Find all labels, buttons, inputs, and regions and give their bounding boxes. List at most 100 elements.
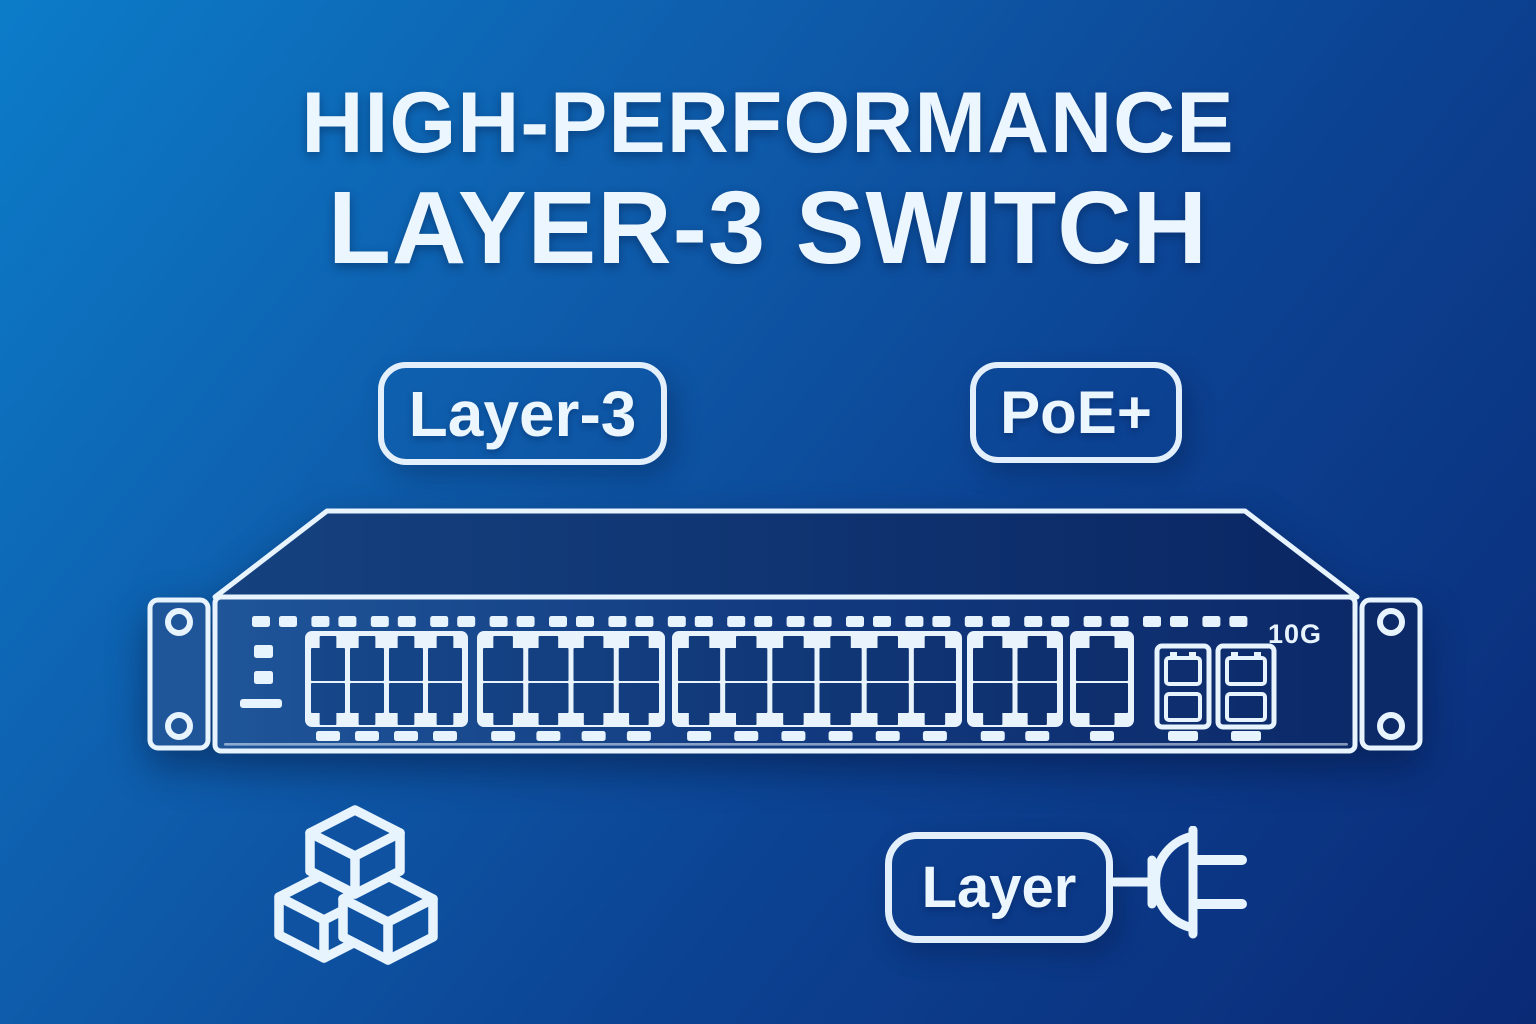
rj45-port [528,636,569,681]
rj45-port [819,683,862,725]
port-index-mark [1025,731,1050,741]
port-index-mark [536,731,561,741]
port-index-mark [781,731,806,741]
port-index-mark [980,731,1005,741]
led-indicator [549,616,567,627]
led-indicator [1229,616,1248,627]
sfp-slot [1164,656,1202,686]
led-indicator [1170,616,1188,627]
led-indicator [846,616,864,627]
led-indicator [727,616,746,627]
rj45-port [772,683,815,725]
rj45-port [1017,683,1057,725]
rj45-port [1017,636,1057,681]
rj45-port [1076,636,1128,681]
rj45-port [772,636,815,681]
led-indicator [635,616,654,627]
rj45-port [311,636,345,681]
rj45-port [350,636,384,681]
rj45-port [725,683,768,725]
status-led [254,671,273,684]
rj45-port [819,636,862,681]
layer3-badge: Layer-3 [378,362,667,465]
rj45-port [866,683,909,725]
rj45-port [350,683,384,725]
led-indicator [576,616,594,627]
port-index-mark [355,731,379,741]
rack-ear [1359,597,1423,751]
rj45-port [618,683,659,725]
rj45-port [678,636,721,681]
led-indicator [1143,616,1161,627]
layer-badge: Layer [885,832,1113,943]
rj45-port [973,636,1013,681]
power-plug-icon [1109,826,1247,939]
led-indicator [964,616,983,627]
port-index-mark [875,731,900,741]
led-indicator [1024,616,1043,627]
port-group-panel [477,631,665,727]
panel-bottom-lip [224,743,1348,746]
led-indicator [516,616,535,627]
poe-badge-label: PoE+ [1000,379,1152,446]
rj45-port [913,683,956,725]
rj45-port [483,636,524,681]
screw-hole [1377,608,1405,636]
led-indicator [1202,616,1221,627]
rj45-port [573,636,614,681]
rj45-port [678,683,721,725]
led-indicator [1110,616,1129,627]
sfp-latch [1189,652,1196,658]
led-indicator [813,616,832,627]
port-index-mark [581,731,606,741]
port-index-mark [316,731,340,741]
screw-hole [1377,712,1405,740]
port-index-mark [394,731,418,741]
port-index-mark [433,731,457,741]
led-indicator [932,616,951,627]
rj45-port [428,683,462,725]
uplink-speed-label: 10G [1268,619,1322,649]
stacked-cubes-icon [274,805,438,965]
led-indicator [608,616,627,627]
port-index-mark [1168,731,1198,741]
rj45-port [973,683,1013,725]
sfp-slot [1164,692,1202,722]
led-indicator [873,616,891,627]
title-line-1: HIGH-PERFORMANCE [301,75,1235,171]
rj45-port [725,636,768,681]
led-indicator [370,616,389,627]
port-index-mark [626,731,651,741]
led-indicator [430,616,449,627]
led-indicator [786,616,805,627]
sfp-cage [1154,643,1212,730]
rj45-port [618,636,659,681]
switch-top-panel [212,508,1360,600]
title-line-2: LAYER-3 SWITCH [327,170,1209,285]
led-indicator [489,616,508,627]
led-indicator [667,616,686,627]
led-indicator [311,616,330,627]
led-indicator [1083,616,1102,627]
rj45-port [428,636,462,681]
rj45-port [311,683,345,725]
cube-top [305,805,405,899]
led-indicator [905,616,924,627]
led-indicator [397,616,416,627]
rj45-port [389,683,423,725]
led-indicator [991,616,1010,627]
screw-hole [165,608,193,636]
led-indicator [754,616,773,627]
rj45-port [483,683,524,725]
port-group-panel [305,631,468,727]
led-indicator [338,616,357,627]
status-bar [240,699,282,708]
poe-badge: PoE+ [970,362,1182,463]
plug-body [1151,831,1198,933]
port-index-mark [491,731,516,741]
port-index-mark [734,731,759,741]
rj45-port [389,636,423,681]
led-indicator [694,616,713,627]
layer-badge-label: Layer [921,855,1077,920]
